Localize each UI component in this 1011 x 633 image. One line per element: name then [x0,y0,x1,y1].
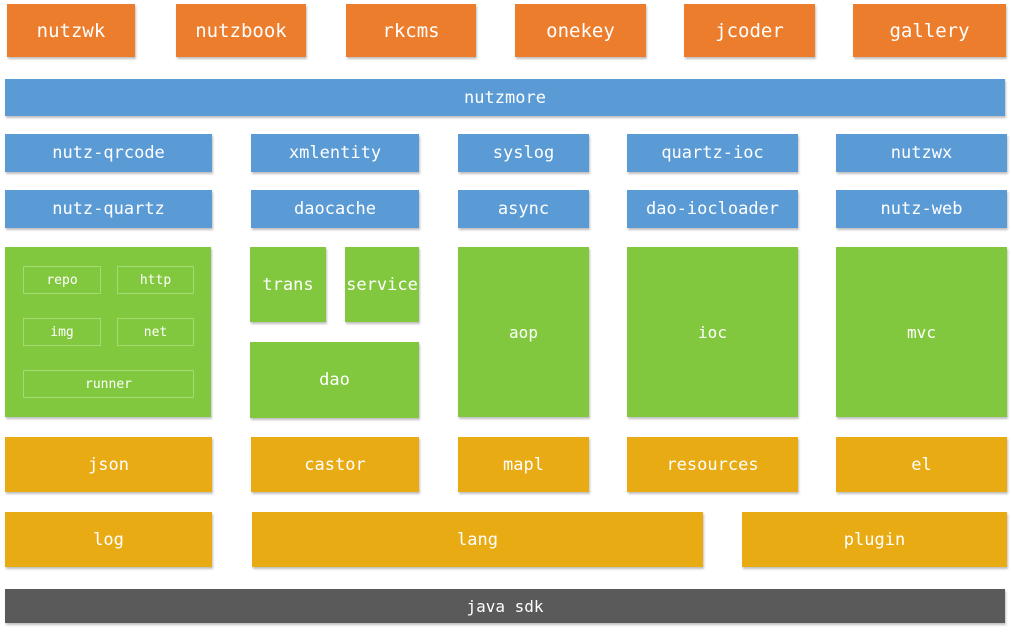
util-box-runner: runner [23,370,194,398]
base-box-lang: lang [252,512,703,567]
support-box-json: json [5,437,212,492]
core-box-mvc: mvc [836,247,1007,417]
module-box-xmlentity: xmlentity [251,134,419,172]
module-box-syslog: syslog [458,134,589,172]
core-box-aop: aop [458,247,589,417]
app-box-nutzbook: nutzbook [176,4,306,57]
util-box-http: http [117,266,194,294]
platform-bar-java-sdk: java sdk [5,589,1005,623]
core-box-dao: dao [250,342,419,418]
core-box-service: service [345,247,419,322]
core-box-ioc: ioc [627,247,798,417]
base-box-log: log [5,512,212,567]
support-box-el: el [836,437,1007,492]
util-box-net: net [117,318,194,346]
util-box-img: img [23,318,101,346]
support-box-mapl: mapl [458,437,589,492]
module-box-quartz-ioc: quartz-ioc [627,134,798,172]
module-box-nutzwx: nutzwx [836,134,1007,172]
module-box-dao-iocloader: dao-iocloader [627,190,798,228]
module-box-nutz-web: nutz-web [836,190,1007,228]
support-box-resources: resources [627,437,798,492]
app-box-nutzwk: nutzwk [7,4,135,57]
support-box-castor: castor [251,437,419,492]
app-box-rkcms: rkcms [346,4,476,57]
module-box-nutz-quartz: nutz-quartz [5,190,212,228]
lang-utils-group: repo http img net runner [5,247,211,417]
module-box-nutz-qrcode: nutz-qrcode [5,134,212,172]
core-box-trans: trans [250,247,326,322]
util-box-repo: repo [23,266,101,294]
app-box-onekey: onekey [515,4,646,57]
app-box-jcoder: jcoder [684,4,815,57]
nutzmore-bar: nutzmore [5,79,1005,116]
module-box-daocache: daocache [251,190,419,228]
base-box-plugin: plugin [742,512,1007,567]
app-box-gallery: gallery [853,4,1006,57]
module-box-async: async [458,190,589,228]
